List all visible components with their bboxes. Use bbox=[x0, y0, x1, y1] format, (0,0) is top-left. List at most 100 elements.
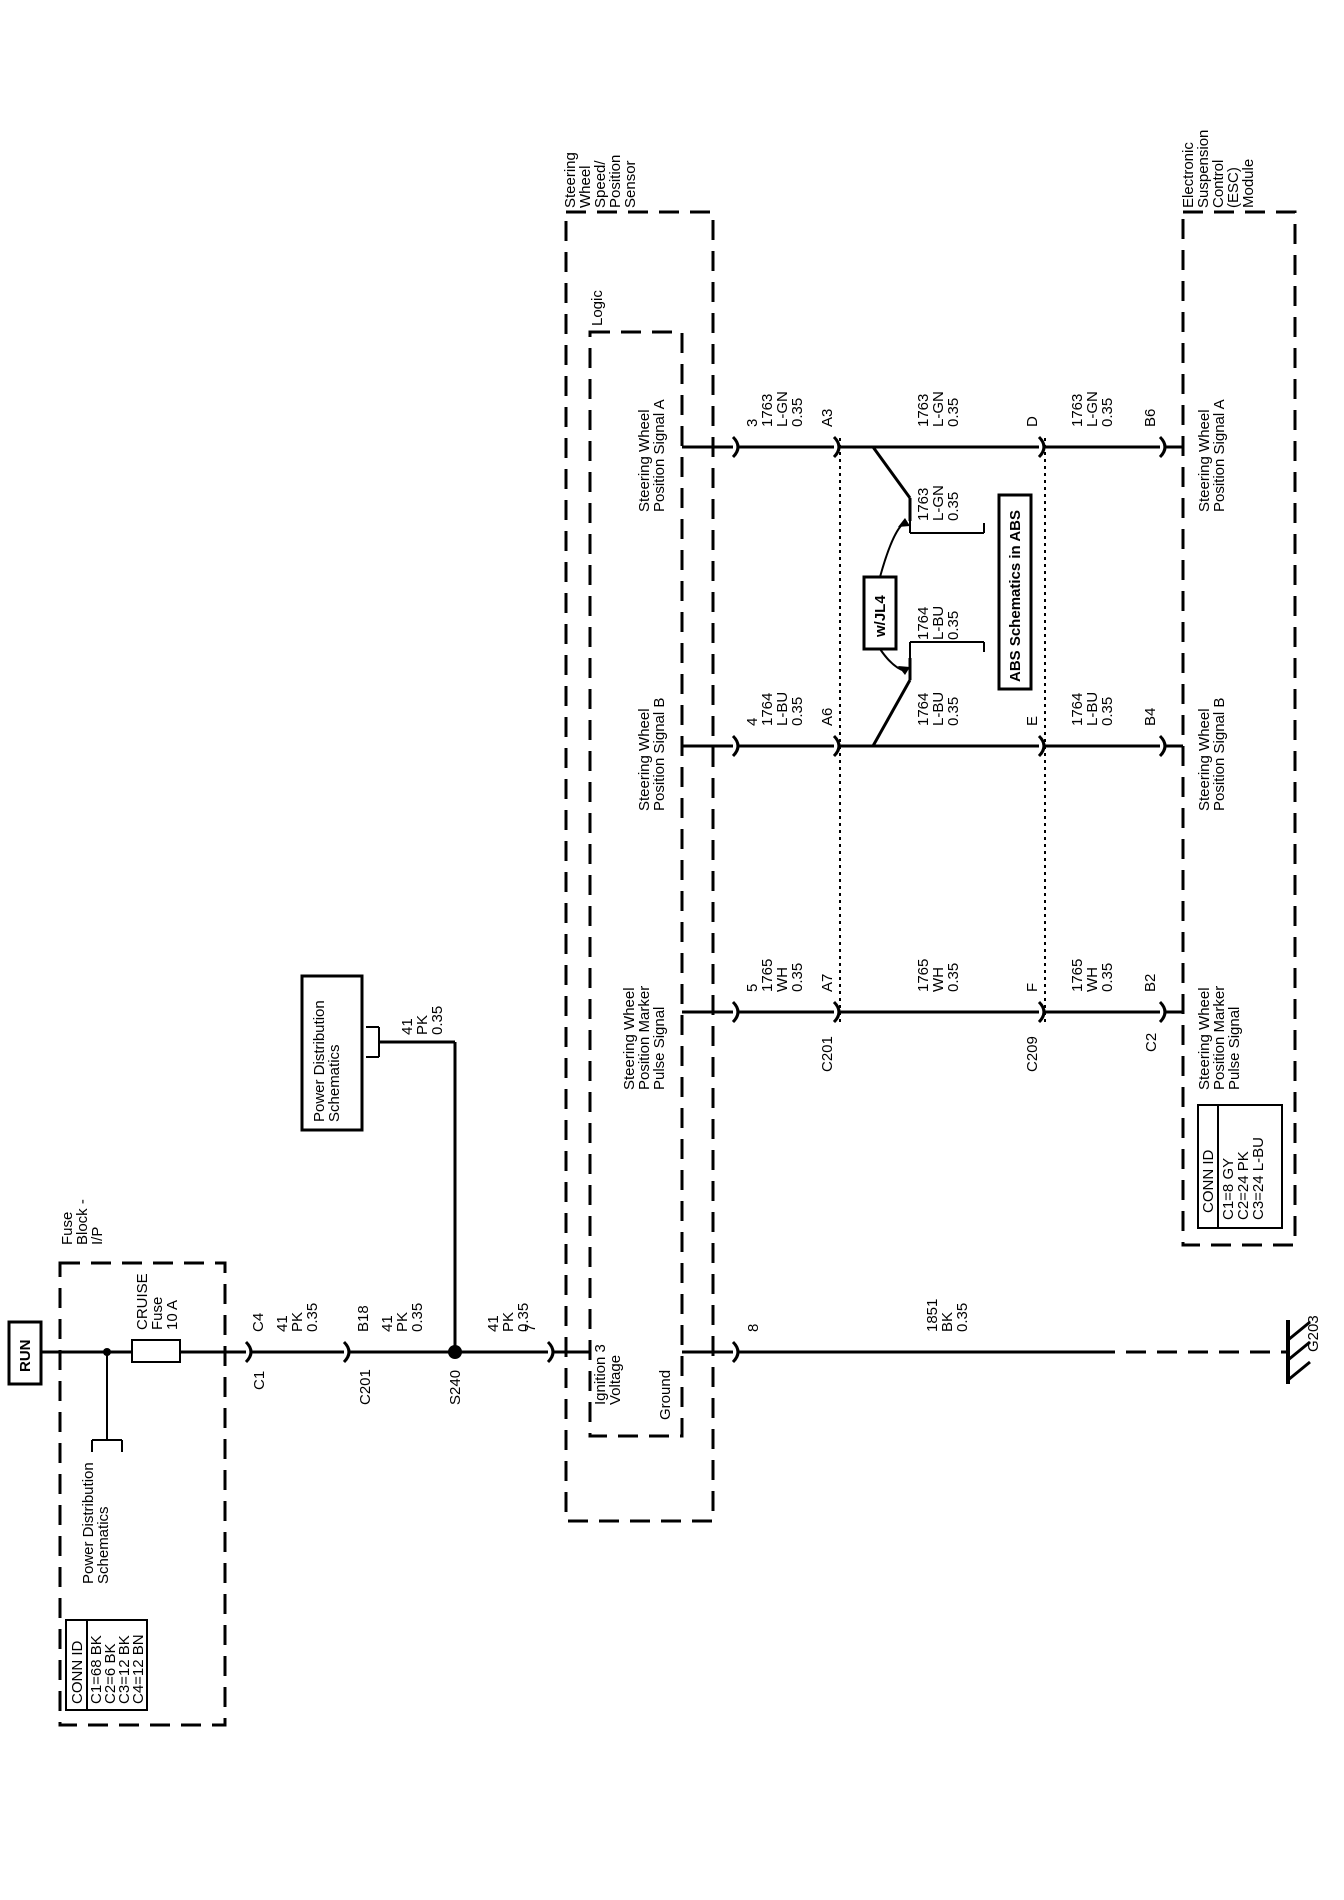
sensor-signal-label-a: Steering Wheel Position Signal A bbox=[636, 399, 668, 512]
fuse-block-pd-line1: Power Distribution bbox=[80, 1462, 97, 1584]
abs-schematics-box bbox=[997, 493, 1033, 691]
connector-c201-label: C201 bbox=[819, 1036, 836, 1072]
wire-marker-label-a: WH bbox=[774, 967, 791, 992]
esc-conn-id-header: CONN ID bbox=[1200, 1150, 1217, 1214]
esc-conn-id-row: C1=8 GY bbox=[1220, 1158, 1237, 1220]
c209-pin-marker: F bbox=[1024, 983, 1041, 992]
ground-symbol-g203 bbox=[1286, 1320, 1311, 1384]
sensor-signal-a-line1: Steering Wheel bbox=[636, 409, 653, 512]
abs-wire-bu-color: L-BU bbox=[930, 606, 947, 640]
wire-marker-label-c: 1765 bbox=[1069, 959, 1086, 992]
wire-41-number: 41 bbox=[379, 1315, 396, 1332]
fuse-block-conn-id-header: CONN ID bbox=[69, 1641, 86, 1705]
abs-wire-gn-number: 1763 bbox=[915, 488, 932, 521]
abs-option bbox=[862, 446, 1033, 747]
connector-c201-b18-symbol bbox=[342, 1340, 351, 1364]
pd-bracket bbox=[366, 1026, 380, 1058]
wire-b-label-c: 1764 bbox=[1069, 693, 1086, 726]
sensor-connector-marker-symbol bbox=[731, 1000, 740, 1024]
abs-branch-gn-diagonal bbox=[871, 446, 912, 499]
wire-a-label-c: 0.35 bbox=[1099, 398, 1116, 427]
sensor-connector-b-symbol bbox=[731, 734, 740, 758]
w-jl4-box bbox=[862, 575, 898, 651]
wire-41-label-2: 41 PK 0.35 bbox=[379, 1303, 426, 1332]
c209-pin-b: E bbox=[1024, 716, 1041, 726]
connector-c209-label: C209 bbox=[1024, 1036, 1041, 1072]
sensor-signal-marker-line2: Position Marker bbox=[636, 986, 653, 1090]
wire-41-gauge: 0.35 bbox=[304, 1303, 321, 1332]
wire-a-label-b: 1763 bbox=[915, 394, 932, 427]
wire-41-number: 41 bbox=[399, 1018, 416, 1035]
sensor-ignition-line1: Ignition 3 bbox=[592, 1344, 609, 1405]
wire-a-label-b: 0.35 bbox=[945, 398, 962, 427]
wire-41-color: PK bbox=[289, 1312, 306, 1332]
connector-c4-pin: C4 bbox=[250, 1313, 267, 1332]
splice-s240-label: S240 bbox=[447, 1370, 464, 1405]
wire-marker-label-b: 0.35 bbox=[945, 963, 962, 992]
esc-connector-a-symbol bbox=[1158, 435, 1167, 459]
wire-a-label-c: L-GN bbox=[1084, 391, 1101, 427]
connector-sensor-pin7-symbol bbox=[546, 1340, 555, 1364]
run-box bbox=[7, 1320, 43, 1386]
ground-wire-label: 1851 BK 0.35 bbox=[924, 1299, 971, 1332]
wire-41-color: PK bbox=[414, 1015, 431, 1035]
wire-marker-label-a: 1765 bbox=[759, 959, 776, 992]
w-jl4-arrowhead-down bbox=[898, 666, 910, 675]
sensor-pin-8: 8 bbox=[745, 1324, 762, 1332]
sensor-connector-a-symbol bbox=[731, 435, 740, 459]
abs-schematics-label: ABS Schematics in ABS bbox=[1007, 510, 1024, 682]
wire-a-label-a: L-GN bbox=[774, 391, 791, 427]
abs-wire-gn-color: L-GN bbox=[930, 485, 947, 521]
esc-connector-b-symbol bbox=[1158, 734, 1167, 758]
abs-branch-bu-diagonal bbox=[871, 679, 912, 747]
ground-g203-label: G203 bbox=[1305, 1315, 1322, 1352]
esc-module-title: Electronic Suspension Control (ESC) Modu… bbox=[1180, 130, 1257, 208]
esc-title-line: Electronic bbox=[1180, 142, 1197, 208]
connector-c1-label: C1 bbox=[251, 1371, 268, 1390]
esc-conn-id-rows: C1=8 GY C2=24 PK C3=24 L-BU bbox=[1220, 1137, 1267, 1220]
wire-a-label-a: 1763 bbox=[759, 394, 776, 427]
c201-connector-marker-symbol bbox=[832, 1000, 841, 1024]
w-jl4-arrowhead-up bbox=[898, 518, 910, 527]
esc-title-line: Suspension bbox=[1195, 130, 1212, 208]
fuse-block-title-line2: Block - bbox=[74, 1199, 91, 1245]
wire-41-gauge: 0.35 bbox=[429, 1006, 446, 1035]
fuse-block-conn-id-row: C3=12 BK bbox=[116, 1635, 133, 1704]
wire-b-label-a: 0.35 bbox=[789, 697, 806, 726]
sensor-pin-7: 7 bbox=[522, 1324, 539, 1332]
cruise-fuse-line2: Fuse bbox=[149, 1297, 166, 1330]
sensor-ignition-line2: Voltage bbox=[607, 1355, 624, 1405]
abs-bracket-gn bbox=[909, 521, 985, 534]
wire-41-label-3: 41 PK 0.35 bbox=[399, 1006, 446, 1035]
esc-signal-marker-line2: Position Marker bbox=[1211, 986, 1228, 1090]
sensor-pin-a: 3 bbox=[744, 419, 761, 427]
esc-c2-label: C2 bbox=[1143, 1033, 1160, 1052]
esc-signal-b-line1: Steering Wheel bbox=[1196, 708, 1213, 811]
c209-connector-a-symbol bbox=[1037, 435, 1046, 459]
cruise-fuse-line3: 10 A bbox=[164, 1300, 181, 1330]
wire-b-label-c: 0.35 bbox=[1099, 697, 1116, 726]
esc-signal-marker-line1: Steering Wheel bbox=[1196, 987, 1213, 1090]
ground-wire-number: 1851 bbox=[924, 1299, 941, 1332]
w-jl4-label: w/JL4 bbox=[872, 595, 889, 638]
fuse-block-pd-label: Power Distribution Schematics bbox=[80, 1462, 112, 1584]
esc-signal-b-line2: Position Signal B bbox=[1211, 698, 1228, 811]
connector-c201-b18-label: C201 bbox=[357, 1369, 374, 1405]
wire-41-number: 41 bbox=[485, 1315, 502, 1332]
run-label: RUN bbox=[17, 1340, 34, 1373]
esc-signal-label-a: Steering Wheel Position Signal A bbox=[1196, 399, 1228, 512]
c209-pin-a: D bbox=[1024, 416, 1041, 427]
power-distribution-box-line1: Power Distribution bbox=[311, 1000, 328, 1122]
c209-connector-marker-symbol bbox=[1037, 1000, 1046, 1024]
fuse-block-conn-id-rows: C1=68 BK C2=6 BK C3=12 BK C4=12 BN bbox=[88, 1634, 147, 1704]
abs-wire-bu-gauge: 0.35 bbox=[945, 611, 962, 640]
wire-marker-label-c: 0.35 bbox=[1099, 963, 1116, 992]
fuse-block-conn-id-row: C4=12 BN bbox=[130, 1634, 147, 1704]
wire-41-gauge: 0.35 bbox=[515, 1303, 532, 1332]
c201-pin-b: A6 bbox=[819, 708, 836, 726]
abs-wire-bu-label: 1764 L-BU 0.35 bbox=[915, 606, 962, 640]
sensor-title-line: Wheel bbox=[577, 165, 594, 208]
sensor-signal-label-marker: Steering Wheel Position Marker Pulse Sig… bbox=[621, 986, 668, 1090]
wire-a-label-a: 0.35 bbox=[789, 398, 806, 427]
